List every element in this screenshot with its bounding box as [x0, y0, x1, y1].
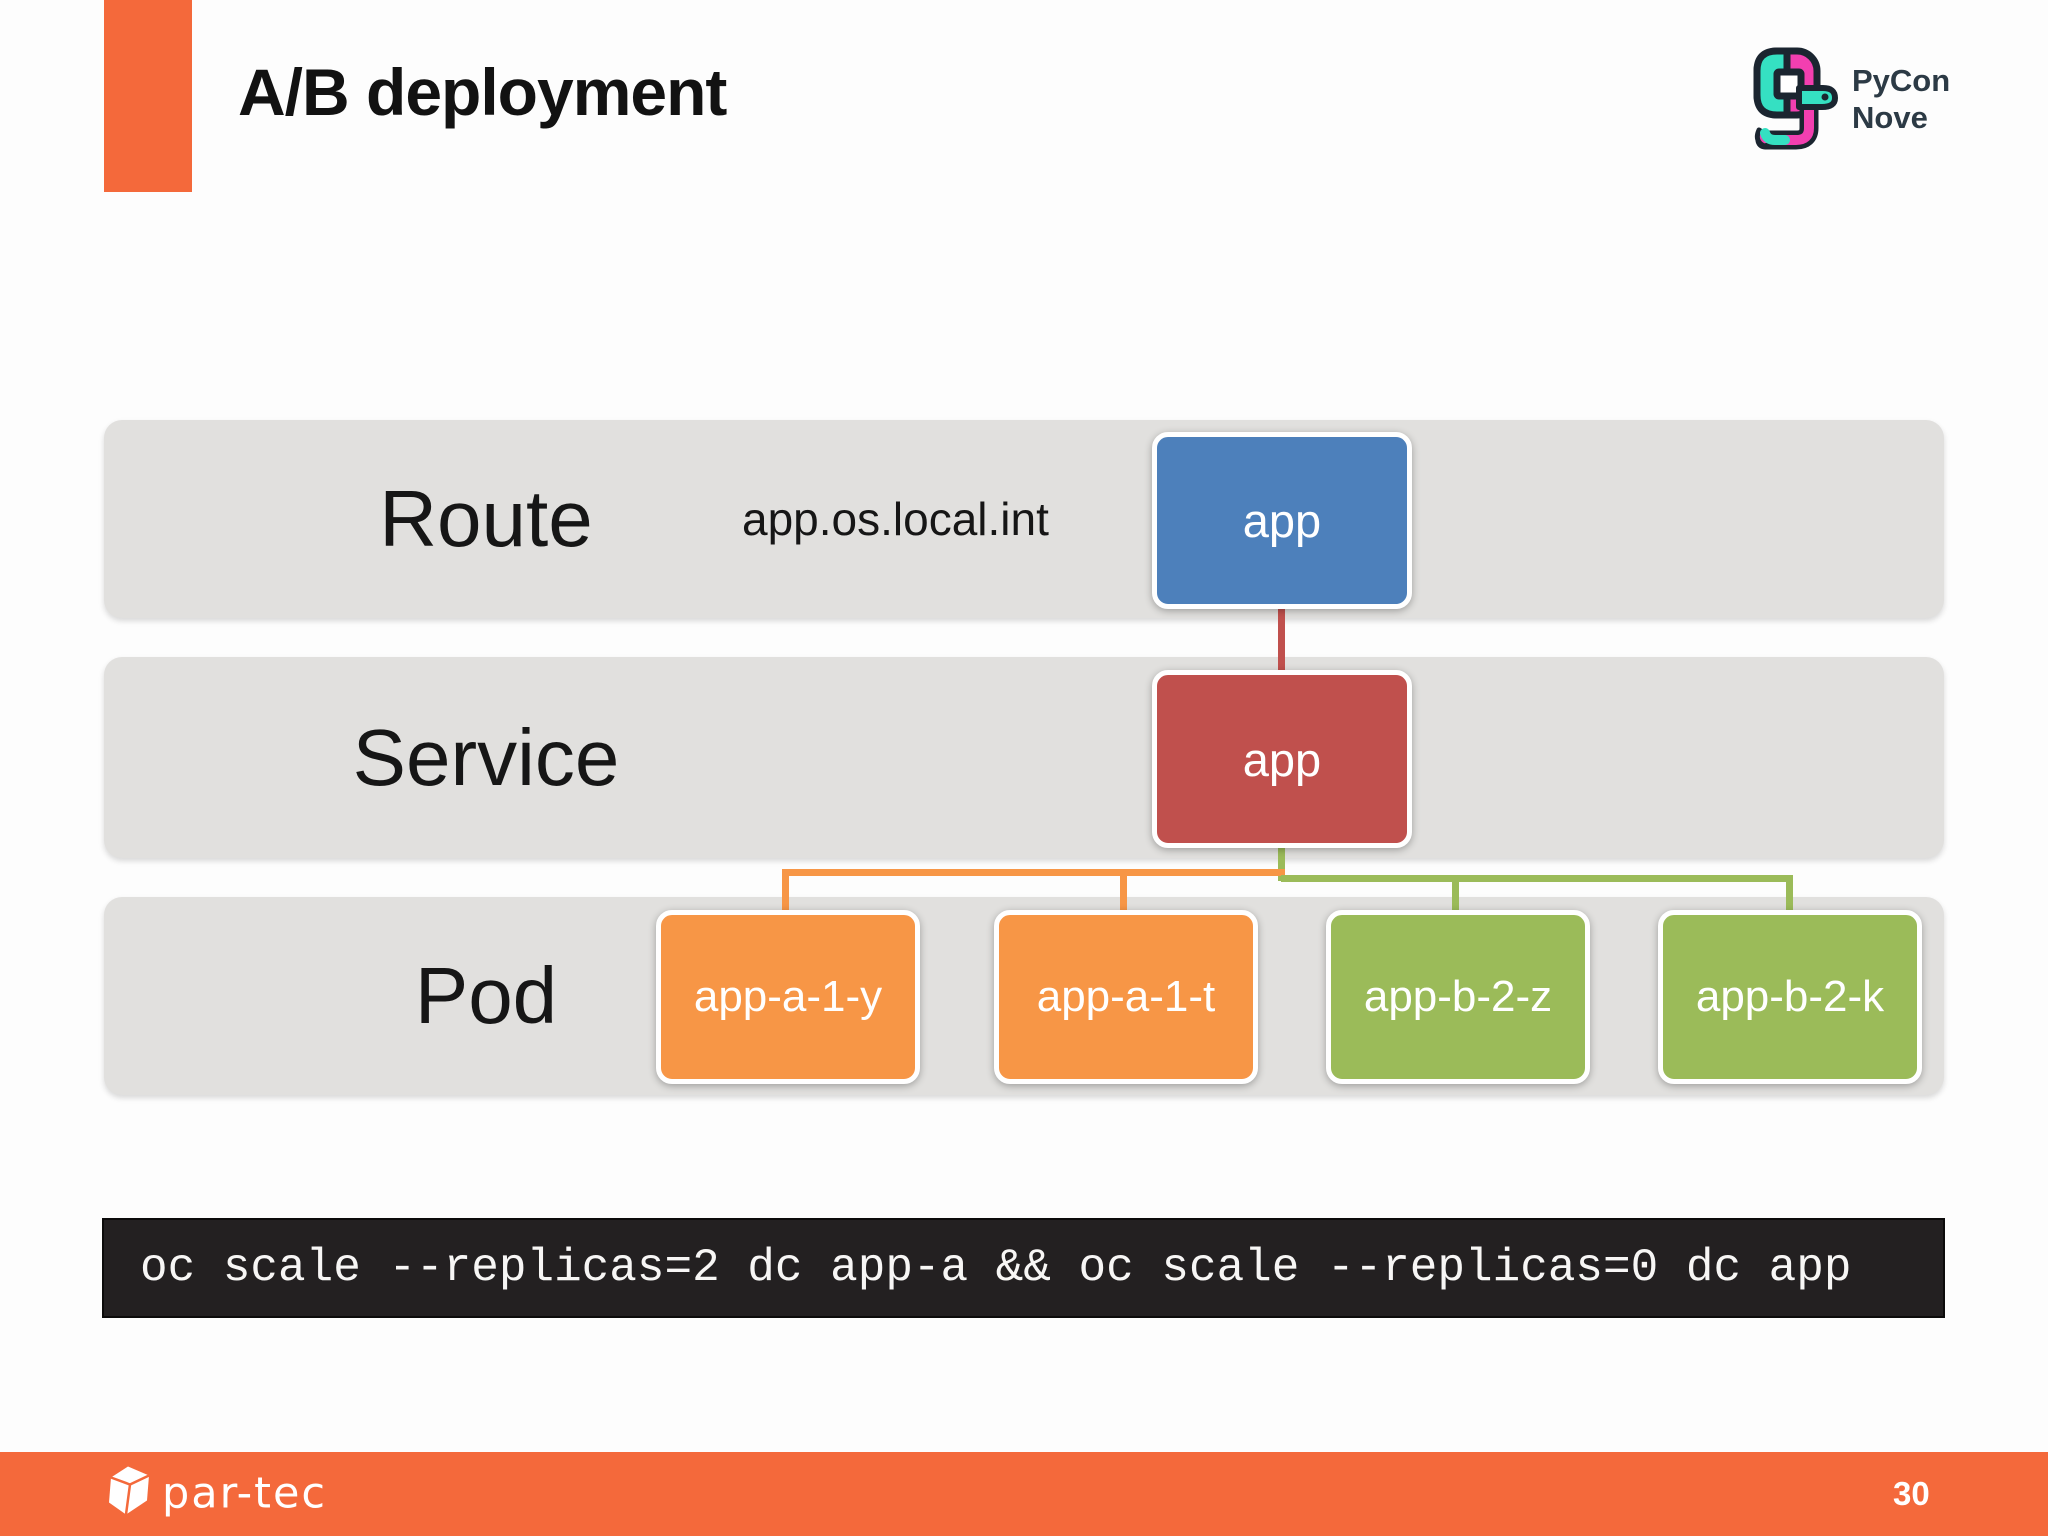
page-title: A/B deployment	[238, 55, 727, 129]
route-node-app: app	[1152, 432, 1412, 609]
connector-orange-to-pod1	[782, 869, 789, 914]
par-tec-cube-icon	[104, 1465, 154, 1524]
pod-node-app-a-1-y: app-a-1-y	[656, 910, 920, 1084]
pycon-nove-snake-icon	[1750, 46, 1838, 152]
pod-node-app-b-2-k: app-b-2-k	[1658, 910, 1922, 1084]
oc-scale-command: oc scale --replicas=2 dc app-a && oc sca…	[140, 1242, 1852, 1294]
route-hostname: app.os.local.int	[742, 493, 1049, 545]
accent-bar	[104, 0, 192, 192]
footer-bar: par-tec 30	[0, 1452, 2048, 1536]
connector-service-stub	[1278, 845, 1285, 881]
pycon-nove-logo: PyCon Nove	[1750, 46, 1950, 152]
connector-orange-horizontal	[782, 869, 1285, 876]
connector-green-to-pod3	[1452, 875, 1459, 914]
pycon-nove-logo-text: PyCon Nove	[1852, 62, 1950, 136]
service-node-app: app	[1152, 670, 1412, 848]
service-band: Service	[104, 657, 1944, 858]
route-band-label: Route	[379, 474, 593, 563]
route-band: Route app.os.local.int	[104, 420, 1944, 618]
connector-green-to-pod4	[1786, 875, 1793, 914]
pod-node-app-b-2-z: app-b-2-z	[1326, 910, 1590, 1084]
service-band-label: Service	[352, 712, 620, 802]
command-bar: oc scale --replicas=2 dc app-a && oc sca…	[102, 1218, 1945, 1318]
connector-orange-to-pod2	[1120, 869, 1127, 914]
par-tec-logo-text: par-tec	[162, 1468, 328, 1519]
pycon-logo-line1: PyCon	[1852, 63, 1951, 98]
page-number: 30	[1893, 1475, 1930, 1512]
pod-band-label: Pod	[414, 951, 558, 1040]
pycon-logo-line2: Nove	[1852, 100, 1928, 135]
par-tec-logo: par-tec	[104, 1465, 327, 1524]
connector-route-to-service	[1278, 607, 1285, 673]
pod-node-app-a-1-t: app-a-1-t	[994, 910, 1258, 1084]
connector-green-horizontal	[1281, 875, 1793, 882]
